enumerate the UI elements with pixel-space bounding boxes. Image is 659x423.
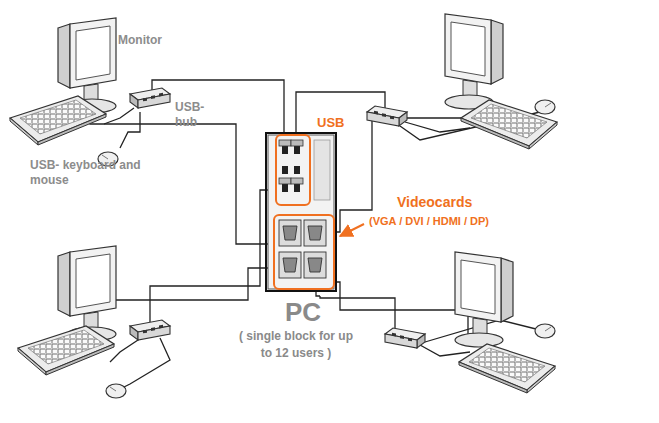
pc-title: PC <box>247 298 359 328</box>
usb-ports-box: USB <box>275 134 311 206</box>
videocards-box: Videocards(VGA / DVI / HDMI / DP) <box>273 214 335 290</box>
monitor-label: Monitor <box>118 33 188 48</box>
usb-hub-label: USB- hub <box>175 100 209 130</box>
videocards-label: Videocards <box>397 194 517 210</box>
pc-tower: PC( single block for up to 12 users )USB… <box>265 132 337 292</box>
videocards-types: (VGA / DVI / HDMI / DP) <box>369 215 529 228</box>
usb-label: USB <box>317 116 357 131</box>
pc-caption: ( single block for up to 12 users ) <box>237 328 355 363</box>
usb-keyboard-mouse-label: USB- keyboard and mouse <box>30 158 152 188</box>
